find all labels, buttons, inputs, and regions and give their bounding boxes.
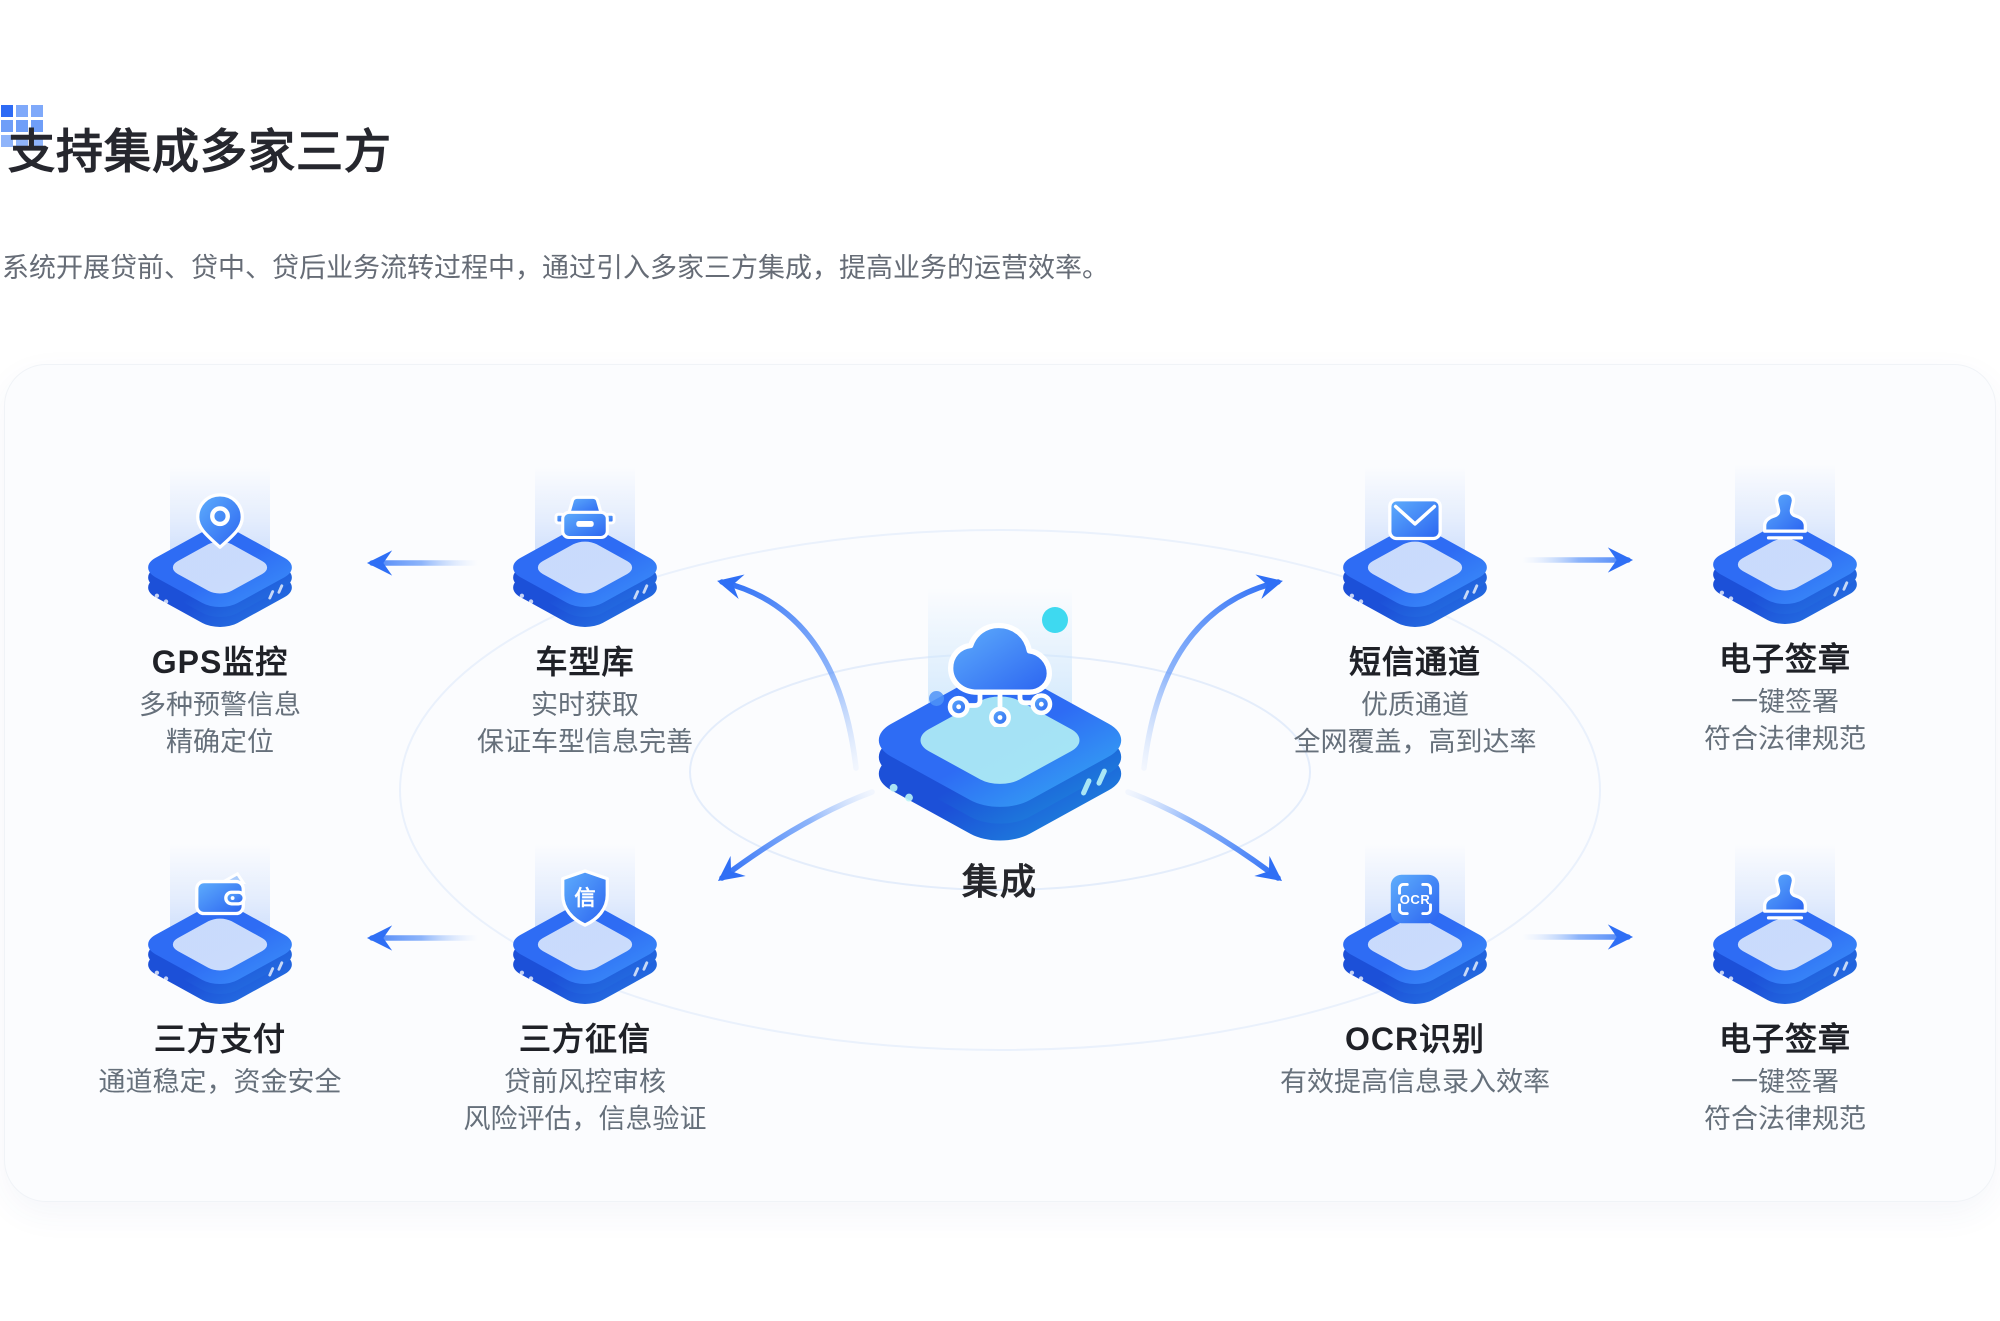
node-esign-bottom: 电子签章 一键签署 符合法律规范 [1615,842,1955,1182]
floating-dot-blue [929,691,944,706]
wallet-icon [195,871,246,916]
node-credit: 信 三方征信 贷前风控审核 风险评估，信息验证 [415,842,755,1182]
node-desc: 有效提高信息录入效率 [1280,1067,1550,1097]
center-label: 集成 [961,861,1038,902]
page-title: 支持集成多家三方 [8,125,392,178]
node-desc: 一键签署 符合法律规范 [1704,687,1866,754]
node-ocr: OCR OCR识别 有效提高信息录入效率 [1245,842,1585,1182]
pixel-grid-decoration [1,105,43,147]
node-center-integration: 集成 [820,580,1180,940]
node-desc: 一键签署 符合法律规范 [1704,1067,1866,1134]
node-desc: 通道稳定，资金安全 [98,1067,342,1097]
shield-icon: 信 [561,869,609,927]
node-title: 三方支付 [153,1021,286,1057]
node-desc: 实时获取 保证车型信息完善 [477,690,693,757]
stamp-icon [1754,488,1816,550]
node-title: GPS监控 [151,644,289,680]
page-subtitle: 系统开展贷前、贷中、贷后业务流转过程中，通过引入多家三方集成，提高业务的运营效率… [2,253,1109,283]
node-payment: 三方支付 通道稳定，资金安全 [50,842,390,1182]
node-title: 车型库 [535,644,635,680]
node-title: 三方征信 [518,1021,651,1057]
node-esign-top: 电子签章 一键签署 符合法律规范 [1615,462,1955,802]
stamp-icon [1754,868,1816,930]
cloud-network-icon [947,622,1053,727]
car-icon [554,495,616,540]
node-sms: 短信通道 优质通道 全网覆盖，高到达率 [1245,465,1585,805]
mail-icon [1388,498,1442,541]
node-car-db: 车型库 实时获取 保证车型信息完善 [415,465,755,805]
ocr-scan-icon: OCR [1390,874,1440,924]
node-desc: 优质通道 全网覆盖，高到达率 [1293,690,1537,757]
node-title: OCR识别 [1344,1021,1486,1057]
ocr-label: OCR [1400,892,1431,907]
floating-dot-cyan [1042,607,1068,633]
shield-character: 信 [574,885,595,910]
location-pin-icon [196,493,244,549]
node-title: 电子签章 [1718,641,1851,677]
node-title: 短信通道 [1348,644,1481,680]
node-gps: GPS监控 多种预警信息 精确定位 [50,465,390,805]
node-desc: 贷前风控审核 风险评估，信息验证 [463,1067,707,1134]
node-desc: 多种预警信息 精确定位 [139,690,301,757]
node-title: 电子签章 [1718,1021,1851,1057]
